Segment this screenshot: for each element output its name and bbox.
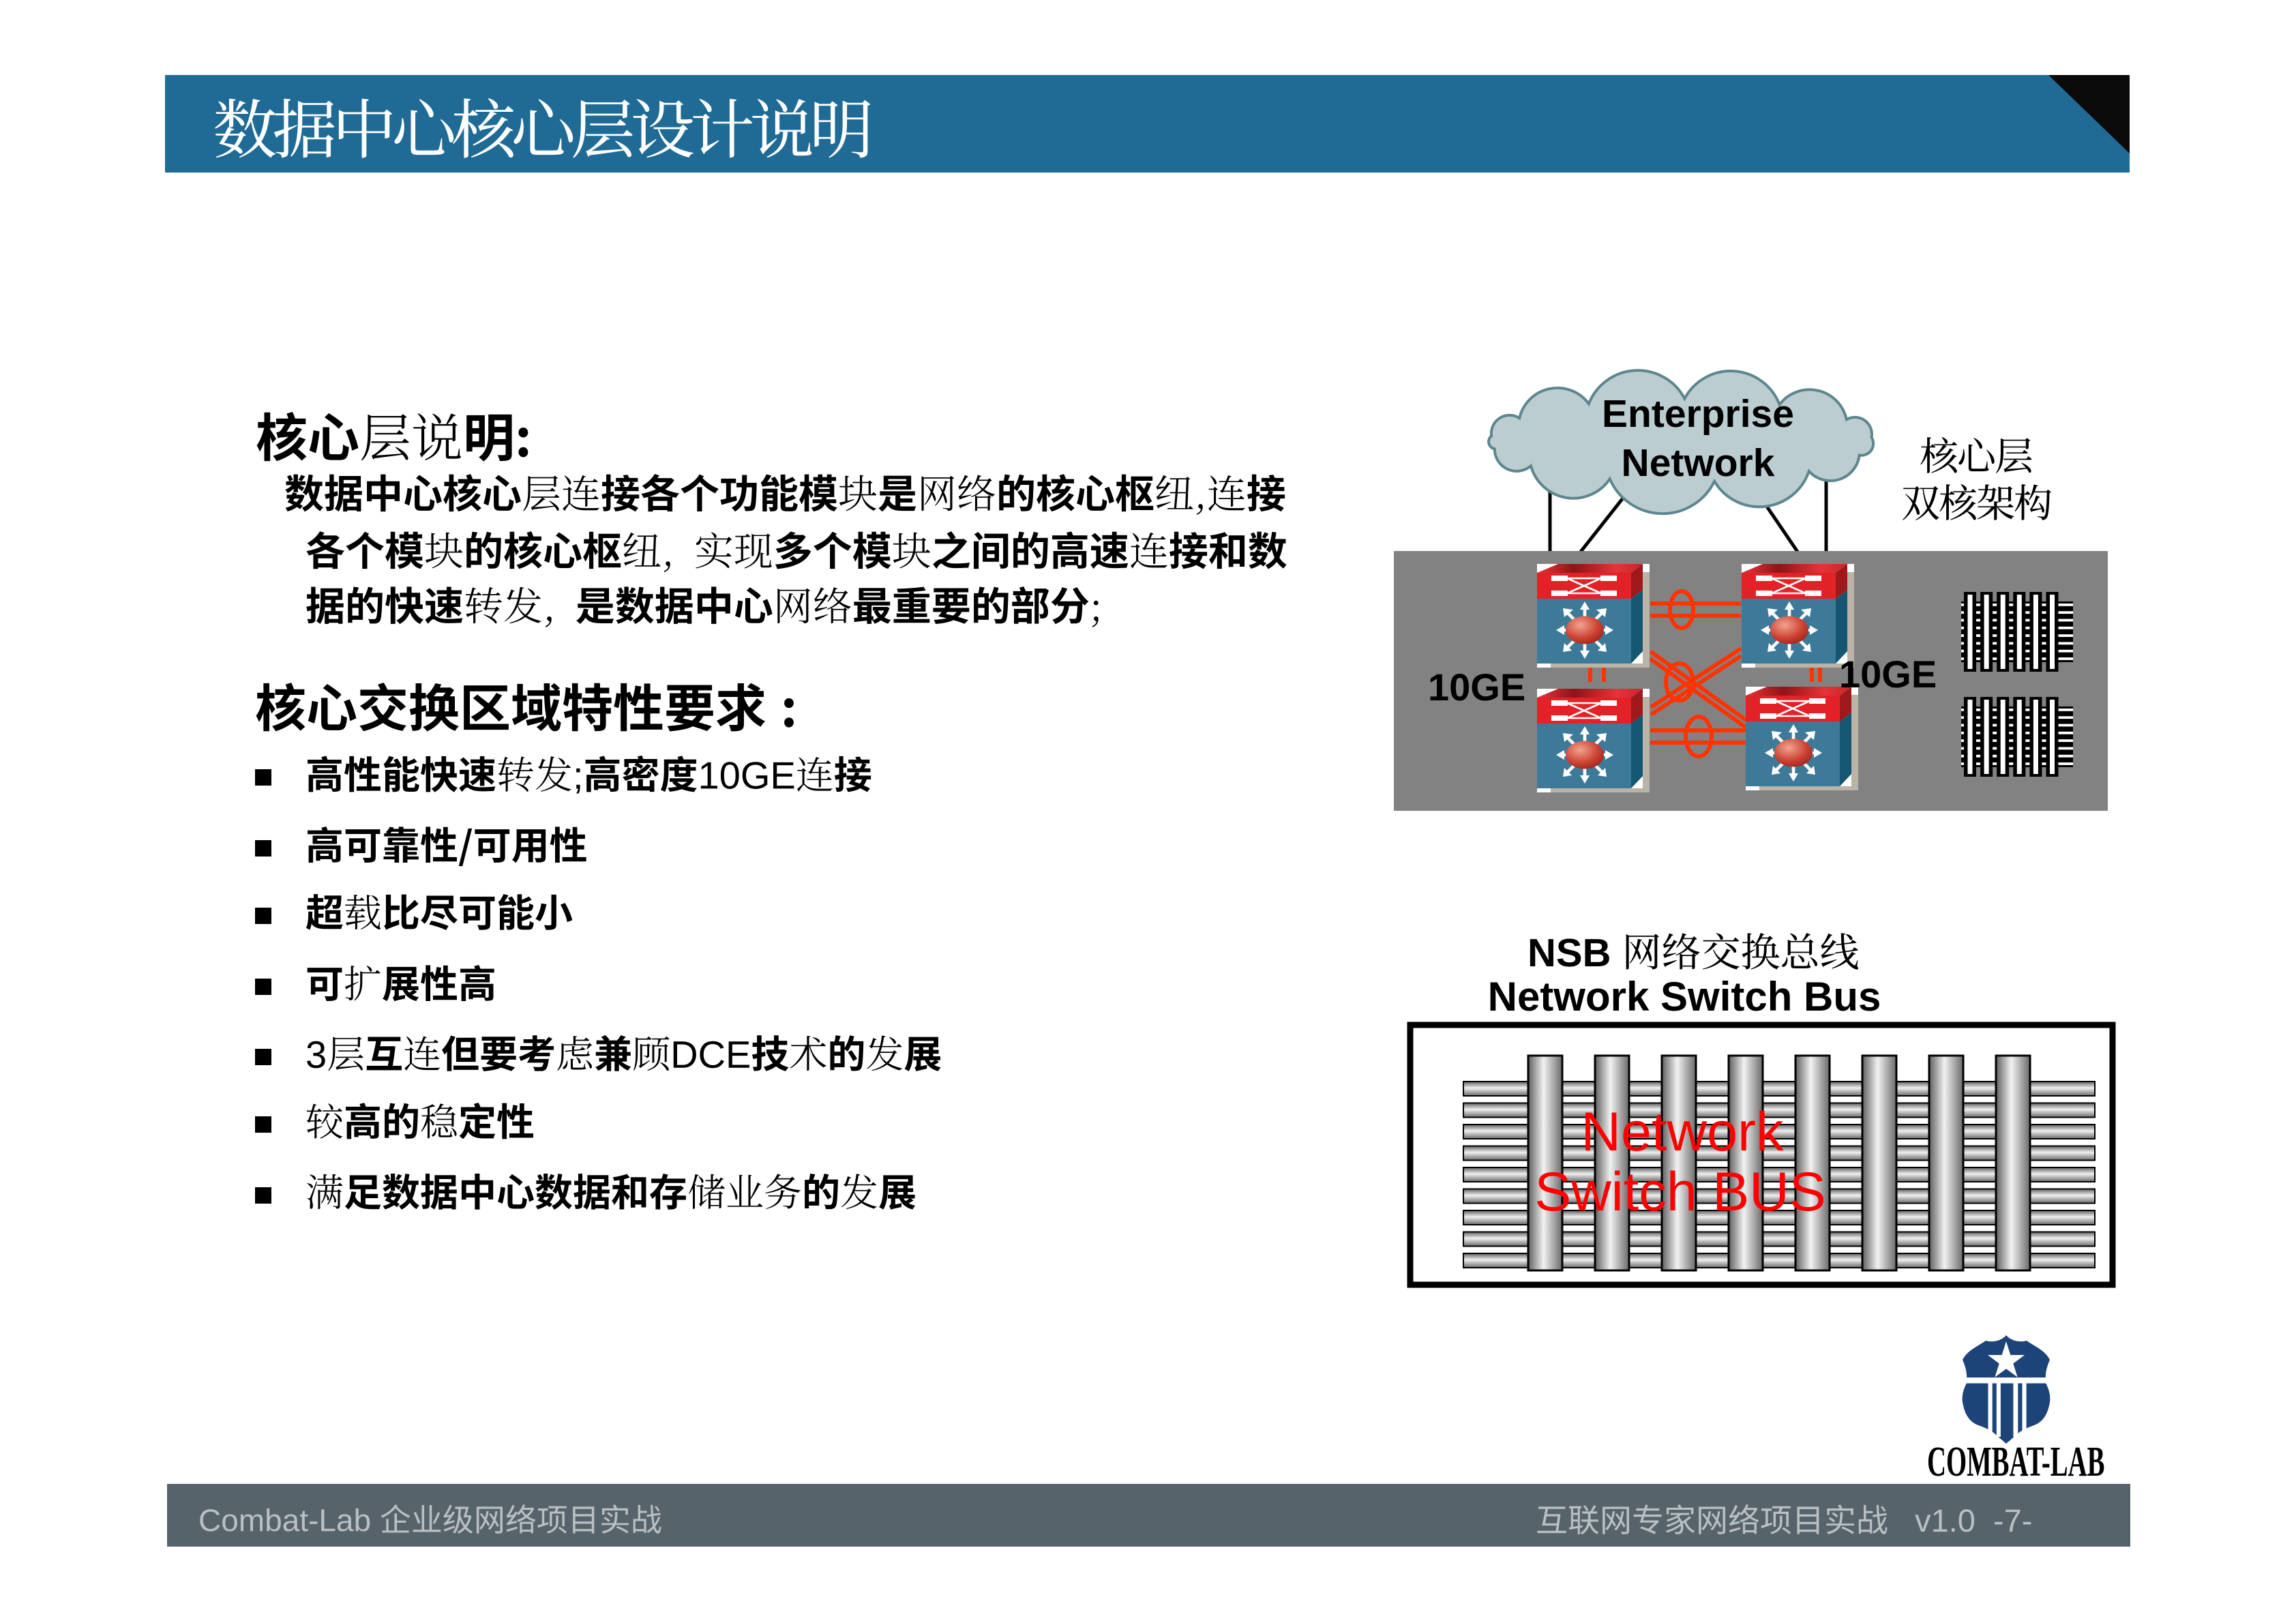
- svg-text:10GE: 10GE: [1839, 653, 1937, 696]
- svg-text:Switch BUS: Switch BUS: [1534, 1161, 1826, 1223]
- svg-text:Enterprise: Enterprise: [1602, 392, 1794, 436]
- svg-text:Network Switch Bus: Network Switch Bus: [1488, 974, 1881, 1019]
- svg-text:Network: Network: [1581, 1101, 1784, 1163]
- svg-text:10GE: 10GE: [1428, 666, 1525, 709]
- svg-text:COMBAT-LAB: COMBAT-LAB: [1927, 1439, 2104, 1485]
- svg-text:Network: Network: [1622, 441, 1775, 485]
